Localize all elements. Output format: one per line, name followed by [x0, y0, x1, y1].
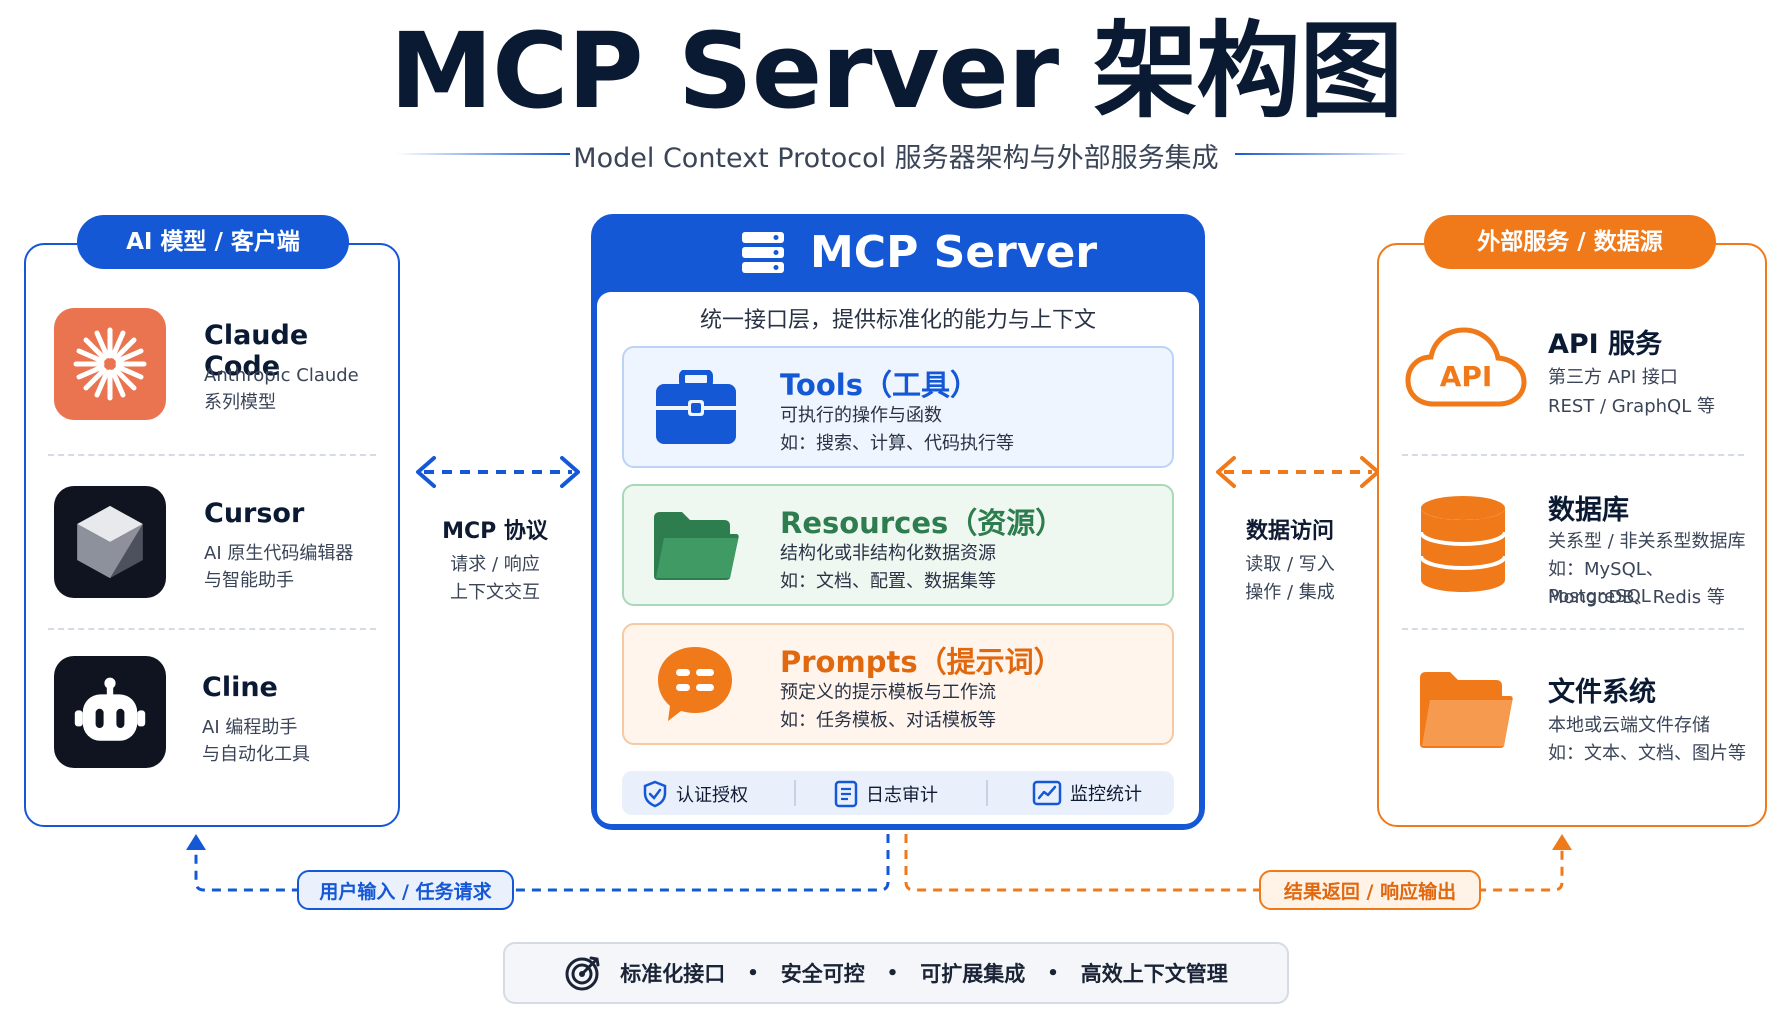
footer-separator: •: [886, 962, 899, 984]
server-feature-bar: [622, 771, 1174, 815]
data-access-desc-line2: 操作 / 集成: [1245, 582, 1335, 603]
document-icon: [834, 780, 858, 808]
service-desc-line3: MongoDB、Redis 等: [1548, 587, 1725, 608]
capability-desc-line1: 预定义的提示模板与工作流: [780, 682, 996, 703]
service-name: 数据库: [1548, 495, 1629, 526]
client-name: Cline: [202, 672, 278, 703]
feature-monitoring[interactable]: 监控统计: [1032, 780, 1142, 806]
subtitle-line-left: [395, 153, 570, 155]
user-request-label: 用户输入 / 任务请求: [297, 870, 514, 910]
feature-label: 认证授权: [676, 785, 748, 806]
feature-divider: [794, 780, 796, 806]
capability-title: Prompts（提示词）: [780, 645, 1063, 679]
footer-item: 高效上下文管理: [1080, 962, 1228, 986]
server-title: MCP Server: [810, 227, 1098, 278]
service-desc-line1: 关系型 / 非关系型数据库: [1548, 531, 1746, 552]
client-desc-line2: 系列模型: [204, 392, 276, 413]
data-access-desc-line1: 读取 / 写入: [1245, 554, 1335, 575]
subtitle-line-right: [1235, 153, 1410, 155]
api-icon-text: API: [1439, 360, 1493, 393]
chat-bubble-icon: [658, 647, 732, 721]
service-desc-line2: 如：文本、文档、图片等: [1548, 743, 1746, 764]
data-access-label: 数据访问: [1245, 519, 1334, 544]
capability-desc-line2: 如：搜索、计算、代码执行等: [780, 433, 1014, 454]
page-title: MCP Server 架构图: [389, 10, 1404, 132]
protocol-label: MCP 协议: [442, 519, 548, 544]
service-name: 文件系统: [1548, 677, 1656, 708]
capability-title: Resources（资源）: [780, 506, 1065, 540]
cursor-cube-icon: [54, 486, 166, 598]
client-name: Claude Code: [204, 320, 309, 382]
client-desc-line1: AI 原生代码编辑器: [204, 543, 354, 564]
protocol-desc-line2: 上下文交互: [450, 582, 540, 603]
feature-label: 日志审计: [866, 785, 938, 806]
client-desc-line2: 与自动化工具: [202, 744, 310, 765]
client-desc-line2: 与智能助手: [204, 570, 294, 591]
footer-item: 标准化接口: [620, 962, 726, 986]
client-item-cline[interactable]: Cline AI 编程助手 与自动化工具: [54, 656, 384, 776]
clients-panel-label: AI 模型 / 客户端: [77, 215, 349, 269]
service-name: API 服务: [1548, 329, 1663, 360]
target-icon: [565, 956, 600, 991]
capability-resources[interactable]: Resources（资源） 结构化或非结构化数据资源 如：文档、配置、数据集等: [622, 484, 1174, 606]
capability-tools[interactable]: Tools（工具） 可执行的操作与函数 如：搜索、计算、代码执行等: [622, 346, 1174, 468]
shield-check-icon: [643, 780, 667, 808]
divider: [48, 628, 376, 630]
client-name: Cursor: [204, 498, 305, 529]
client-desc-line1: AI 编程助手: [202, 717, 298, 738]
feature-auth[interactable]: 认证授权: [642, 780, 748, 808]
line-chart-icon: [1032, 780, 1062, 806]
claude-sunburst-icon: [54, 308, 166, 420]
capability-prompts[interactable]: Prompts（提示词） 预定义的提示模板与工作流 如：任务模板、对话模板等: [622, 623, 1174, 745]
server-subtitle: 统一接口层，提供标准化的能力与上下文: [699, 308, 1096, 333]
capability-title: Tools（工具）: [780, 368, 979, 402]
divider: [1402, 628, 1744, 630]
service-item-database[interactable]: 数据库 关系型 / 非关系型数据库 如：MySQL、PostgreSQL Mon…: [1404, 484, 1764, 614]
folder-icon: [1420, 672, 1513, 748]
bidirectional-arrow-right: [1216, 456, 1380, 488]
client-desc-line1: Anthropic Claude: [204, 365, 359, 386]
capability-desc-line2: 如：文档、配置、数据集等: [780, 571, 996, 592]
capability-desc-line1: 可执行的操作与函数: [780, 405, 942, 426]
api-cloud-icon: [1405, 327, 1527, 407]
capability-desc-line2: 如：任务模板、对话模板等: [780, 710, 996, 731]
footer-item: 可扩展集成: [920, 962, 1026, 986]
service-desc-line1: 本地或云端文件存储: [1548, 715, 1710, 736]
client-item-cursor[interactable]: Cursor AI 原生代码编辑器 与智能助手: [54, 486, 384, 606]
server-stack-icon: [742, 232, 784, 273]
capability-desc-line1: 结构化或非结构化数据资源: [780, 543, 996, 564]
service-item-api[interactable]: API API 服务 第三方 API 接口 REST / GraphQL 等: [1404, 316, 1764, 426]
toolbox-icon: [656, 370, 736, 444]
service-desc-line2: REST / GraphQL 等: [1548, 396, 1715, 417]
services-panel-label: 外部服务 / 数据源: [1424, 215, 1716, 269]
footer-features-bar: 标准化接口 • 安全可控 • 可扩展集成 • 高效上下文管理: [503, 942, 1289, 1004]
service-item-filesystem[interactable]: 文件系统 本地或云端文件存储 如：文本、文档、图片等: [1404, 664, 1764, 774]
robot-icon: [54, 656, 166, 768]
database-icon: [1419, 496, 1507, 592]
result-output-label: 结果返回 / 响应输出: [1259, 870, 1481, 910]
footer-item: 安全可控: [780, 962, 865, 986]
folder-icon: [654, 512, 739, 580]
footer-separator: •: [1047, 962, 1059, 984]
feature-divider: [986, 780, 988, 806]
client-item-claude-code[interactable]: Claude Code Anthropic Claude 系列模型: [54, 308, 384, 428]
feature-label: 监控统计: [1070, 784, 1142, 805]
divider: [1402, 454, 1744, 456]
flow-lines: [186, 834, 1572, 892]
page-subtitle: Model Context Protocol 服务器架构与外部服务集成: [573, 143, 1219, 174]
service-desc-line2: 如：MySQL、PostgreSQL: [1548, 559, 1664, 607]
footer-separator: •: [747, 962, 759, 984]
feature-logging[interactable]: 日志审计: [834, 780, 938, 808]
service-desc-line1: 第三方 API 接口: [1548, 367, 1678, 388]
protocol-desc-line1: 请求 / 响应: [450, 554, 540, 575]
bidirectional-arrow-left: [416, 456, 580, 488]
divider: [48, 454, 376, 456]
